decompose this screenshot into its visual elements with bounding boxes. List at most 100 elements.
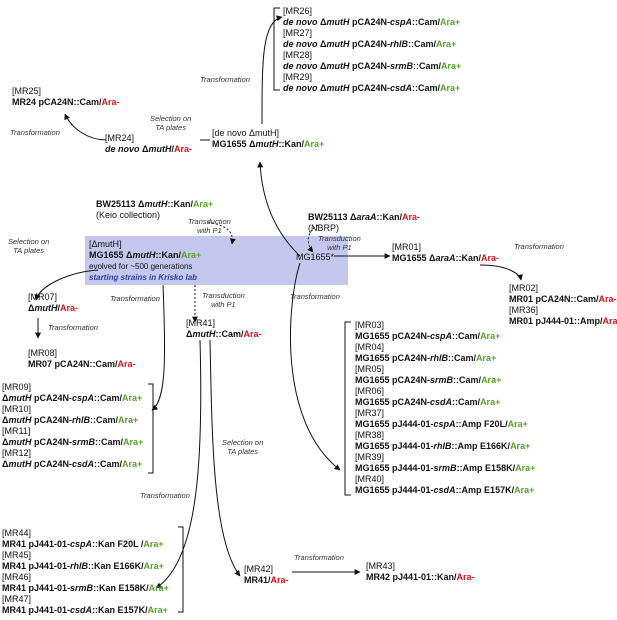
node-evolved-note: evolved for ~500 generations <box>89 262 193 271</box>
node-mr27: de novo ΔmutH pCA24N-rhlB::Cam/Ara+ <box>283 39 457 49</box>
note-transformation-evolved: Transformation <box>110 294 160 303</box>
node-mr01: MG1655 ΔaraA::Kan/Ara- <box>392 253 500 263</box>
node-mr42-tag: [MR42] <box>244 564 274 574</box>
bracket-mr03-40 <box>344 321 351 496</box>
node-mr36-tag: [MR36] <box>509 305 539 315</box>
node-bw-araA: BW25113 ΔaraA::Kan/Ara- <box>308 212 421 222</box>
dashed-bw-arau-to-mg1655 <box>307 224 319 253</box>
node-mr42: MR41/Ara- <box>244 575 289 585</box>
node-mr27-tag: [MR27] <box>283 28 313 38</box>
node-mr45: MR41 pJ441-01-rhlB::Kan E166K/Ara+ <box>2 561 164 571</box>
dashed-bw-to-evolved <box>207 221 236 245</box>
arrow-mr41-to-mr42 <box>209 339 241 577</box>
node-mr38-tag: [MR38] <box>355 430 385 440</box>
note-selection-denovo: Selection on TA plates <box>150 114 192 132</box>
node-mr12-tag: [MR12] <box>2 448 32 458</box>
node-evolved: MG1655 ΔmutH::Kan/Ara+ <box>89 250 202 260</box>
node-mr41-tag: [MR41] <box>186 318 216 328</box>
node-mr46-tag: [MR46] <box>2 572 32 582</box>
note-transformation-top: Transformation <box>200 75 250 84</box>
node-mr05-tag: [MR05] <box>355 364 385 374</box>
note-transformation-mr42: Transformation <box>294 553 344 562</box>
node-mr37-tag: [MR37] <box>355 408 385 418</box>
note-transformation-mr41: Transformation <box>140 491 190 500</box>
node-mr29-tag: [MR29] <box>283 72 313 82</box>
node-mr43-tag: [MR43] <box>366 561 396 571</box>
node-mr24-tag: [MR24] <box>105 133 135 143</box>
bracket-mr26-29 <box>273 7 280 91</box>
node-bw-araA-block: BW25113 ΔaraA::Kan/Ara- (NBRP) <box>308 212 420 234</box>
note-transduction-keio: Transduction with P1 <box>188 217 231 235</box>
node-mr24-block: [MR24] de novo ΔmutH/Ara- <box>105 133 192 155</box>
node-mr07-block: [MR07] ΔmutH/Ara- <box>28 292 78 314</box>
node-mr39: MG1655 pJ444-01-srmB::Amp E158K/Ara+ <box>355 463 536 473</box>
node-mr26-tag: [MR26] <box>283 6 313 16</box>
note-transformation-mr01: Transformation <box>514 242 564 251</box>
arrow-mr41-to-mr44 <box>155 339 202 589</box>
node-mr24: de novo ΔmutH/Ara- <box>105 144 193 154</box>
starting-strains-highlight <box>85 236 348 285</box>
node-mr10-tag: [MR10] <box>2 404 32 414</box>
node-mr44: MR41 pJ441-01-cspA::Kan F20L /Ara+ <box>2 539 164 549</box>
arrow-mr01-to-mr02 <box>479 264 523 281</box>
note-transduction-lab: Transduction with P1 <box>202 291 245 309</box>
arrow-denovo-to-mr26 <box>261 15 283 125</box>
node-mr25-block: [MR25] MR24 pCA24N::Cam/Ara- <box>12 86 120 108</box>
node-mr37: MG1655 pJ444-01-cspA::Amp F20L/Ara+ <box>355 419 528 429</box>
node-evolved-block: [ΔmutH] MG1655 ΔmutH::Kan/Ara+ evolved f… <box>89 239 201 283</box>
node-mr07: ΔmutH/Ara- <box>28 303 78 313</box>
node-mr01-block: [MR01] MG1655 ΔaraA::Kan/Ara- <box>392 242 499 264</box>
node-evolved-tag: [ΔmutH] <box>89 239 122 249</box>
node-mr41-block: [MR41] ΔmutH::Cam/Ara- <box>186 318 262 340</box>
group-mr09-12: [MR09] ΔmutH pCA24N-cspA::Cam/Ara+ [MR10… <box>2 382 143 470</box>
node-denovo: MG1655 ΔmutH::Kan/Ara+ <box>212 139 325 149</box>
node-mr45-tag: [MR45] <box>2 550 32 560</box>
node-denovo-tag: [de novo ΔmutH] <box>212 128 280 138</box>
node-mr02: MR01 pCA24N::Cam/Ara- <box>509 294 617 304</box>
node-mr39-tag: [MR39] <box>355 452 385 462</box>
node-mr36: MR01 pJ444-01::Amp/Ara- <box>509 316 617 326</box>
group-mr44-47: [MR44] MR41 pJ441-01-cspA::Kan F20L /Ara… <box>2 528 169 616</box>
group-mr26-29: [MR26] de novo ΔmutH pCA24N-cspA::Cam/Ar… <box>283 6 461 94</box>
note-transformation-mg1655: Transformation <box>290 292 340 301</box>
node-mr06: MG1655 pCA24N-csdA::Cam/Ara+ <box>355 397 501 407</box>
node-mr05: MG1655 pCA24N-srmB::Cam/Ara+ <box>355 375 502 385</box>
node-mr12: ΔmutH pCA24N-csdA::Cam/Ara+ <box>2 459 143 469</box>
node-mr40-tag: [MR40] <box>355 474 385 484</box>
node-mr28-tag: [MR28] <box>283 50 313 60</box>
node-denovo-block: [de novo ΔmutH] MG1655 ΔmutH::Kan/Ara+ <box>212 128 324 150</box>
node-bw-araA-source: (NBRP) <box>308 223 339 233</box>
node-mg1655-star: MG1655* <box>296 252 335 262</box>
node-mr43: MR42 pJ441-01::Kan/Ara- <box>366 572 475 582</box>
node-mr08-tag: [MR08] <box>28 348 58 358</box>
node-mr10: ΔmutH pCA24N-rhlB::Cam/Ara+ <box>2 415 139 425</box>
node-mr25-tag: [MR25] <box>12 86 42 96</box>
bracket-mr09-12 <box>148 383 154 474</box>
node-mr29: de novo ΔmutH pCA24N-csdA::Cam/Ara+ <box>283 83 461 93</box>
arrow-evolved-to-mr07 <box>34 269 99 301</box>
node-mr08-block: [MR08] MR07 pCA24N::Cam/Ara- <box>28 348 136 370</box>
arrow-mr24-to-mr25 <box>64 113 107 141</box>
node-mr03-tag: [MR03] <box>355 320 385 330</box>
note-transduction-nbrp: Transduction with P1 <box>318 234 361 252</box>
node-mr43-block: [MR43] MR42 pJ441-01::Kan/Ara- <box>366 561 475 583</box>
node-mr04-tag: [MR04] <box>355 342 385 352</box>
starting-strains-caption: starting strains in Krisko lab <box>89 273 198 282</box>
node-mr46: MR41 pJ441-01-srmB::Kan E158K/Ara+ <box>2 583 169 593</box>
arrow-evolved-to-mr09 <box>151 284 166 411</box>
node-mr02-tag: [MR02] <box>509 283 539 293</box>
arrow-mg1655-to-mr03 <box>290 262 341 471</box>
node-mr04: MG1655 pCA24N-rhlB::Cam/Ara+ <box>355 353 497 363</box>
node-mr40: MG1655 pJ444-01-csdA::Amp E157K/Ara+ <box>355 485 535 495</box>
node-mr38: MG1655 pJ444-01-rhlB::Amp E166K/Ara+ <box>355 441 531 451</box>
bracket-mr44-47 <box>178 526 184 613</box>
node-mr09: ΔmutH pCA24N-cspA::Cam/Ara+ <box>2 393 143 403</box>
node-bw-mutH-block: BW25113 ΔmutH::Kan/Ara+ (Keio collection… <box>96 199 213 221</box>
node-bw-mutH-source: (Keio collection) <box>96 210 161 220</box>
group-mr03-40: [MR03] MG1655 pCA24N-cspA::Cam/Ara+ [MR0… <box>355 320 535 496</box>
node-mr26: de novo ΔmutH pCA24N-cspA::Cam/Ara+ <box>283 17 461 27</box>
node-mr28: de novo ΔmutH pCA24N-srmB::Cam/Ara+ <box>283 61 462 71</box>
note-selection-mr41: Selection on TA plates <box>222 438 264 456</box>
